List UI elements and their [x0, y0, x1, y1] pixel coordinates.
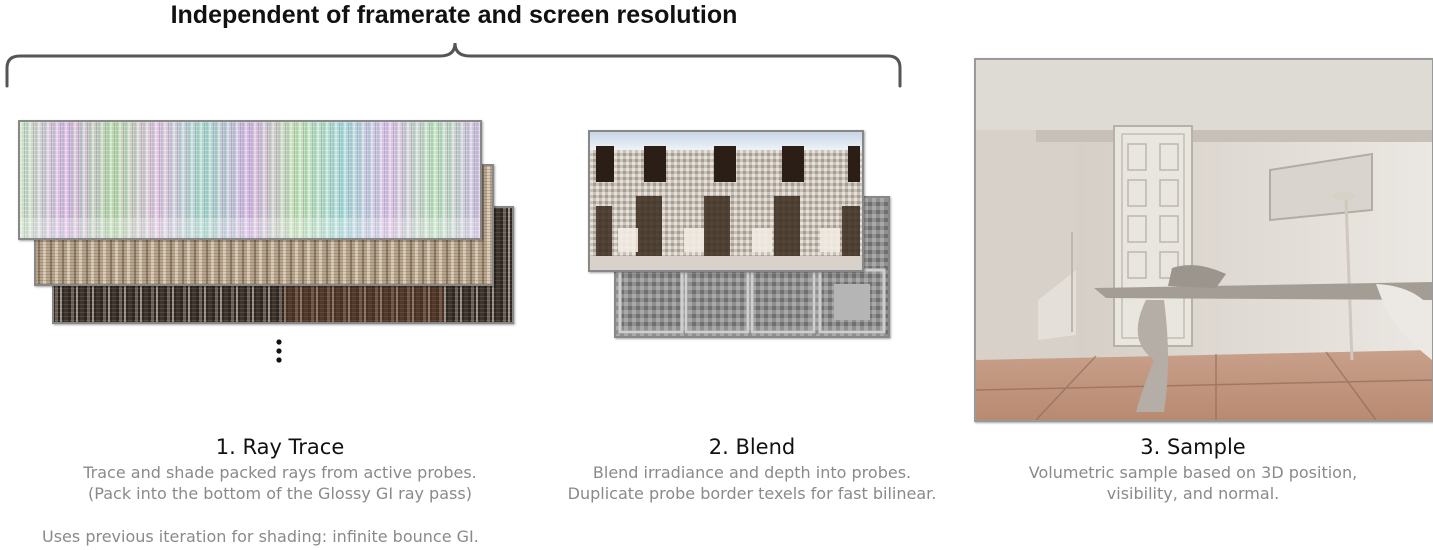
section-heading: Independent of framerate and screen reso…: [170, 1, 738, 29]
step-1-description: Trace and shade packed rays from active …: [20, 462, 540, 504]
step-3-desc-line-1: Volumetric sample based on 3D position,: [1028, 463, 1358, 482]
step-1-desc-line-2: (Pack into the bottom of the Glossy GI r…: [88, 484, 472, 503]
step-3-desc-line-2: visibility, and normal.: [1106, 484, 1280, 503]
sample-render-image: [974, 58, 1433, 422]
step-1-title: 1. Ray Trace: [215, 435, 345, 459]
ray-texture-layer-colorful: [18, 120, 482, 240]
step-3-description: Volumetric sample based on 3D position, …: [963, 462, 1423, 504]
step-2-desc-line-1: Blend irradiance and depth into probes.: [592, 463, 912, 482]
step-3-title: 3. Sample: [1140, 435, 1246, 459]
step-2-title: 2. Blend: [708, 435, 796, 459]
step-1-desc-line-1: Trace and shade packed rays from active …: [83, 463, 477, 482]
irradiance-probe-texture: [588, 130, 864, 272]
step-2-desc-line-2: Duplicate probe border texels for fast b…: [567, 484, 937, 503]
curly-brace: [5, 42, 902, 88]
step-2-description: Blend irradiance and depth into probes. …: [492, 462, 1012, 504]
shading-note: Uses previous iteration for shading: inf…: [42, 527, 479, 546]
vertical-ellipsis-icon: [276, 339, 282, 363]
